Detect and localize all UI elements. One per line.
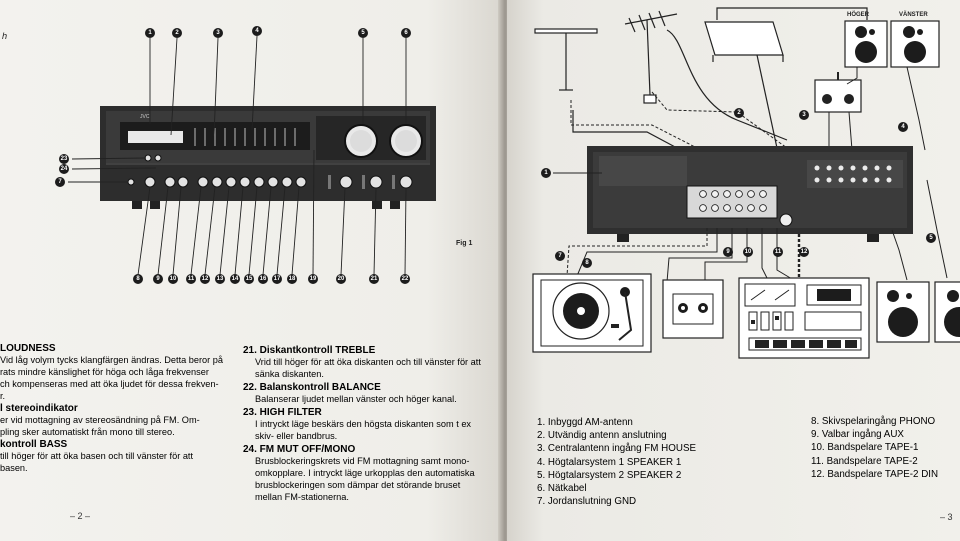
- speaker-right-top: [844, 20, 888, 68]
- section-line: r.: [0, 391, 6, 401]
- callout-19: 19: [308, 274, 318, 284]
- legend-item: 5. Högtalarsystem 2 SPEAKER 2: [537, 469, 682, 481]
- text-column-left: LOUDNESS Vid låg volym tycks klangfärgen…: [0, 343, 225, 474]
- section-line: ch kompenseras med att öka ljudet för de…: [0, 379, 219, 389]
- section-line: sänka diskanten.: [255, 369, 324, 379]
- callout-7: 7: [55, 177, 65, 187]
- dial-ticks: [194, 128, 296, 146]
- section-heading: kontroll BASS: [0, 439, 68, 450]
- left-page: h JVC: [0, 0, 503, 541]
- speaker-right-bottom: [876, 281, 930, 343]
- callout-22: 22: [400, 274, 410, 284]
- callout-4: 4: [252, 26, 262, 36]
- section-line: brusblockeringen som dämpar det störande…: [255, 480, 461, 490]
- callout-23: 23: [59, 154, 69, 164]
- receiver-front-diagram: JVC: [68, 35, 436, 276]
- legend-item: 12. Bandspelare TAPE-2 DIN: [811, 468, 939, 480]
- legend-item: 11. Bandspelare TAPE-2: [811, 455, 918, 467]
- speaker-left-bottom: [934, 281, 960, 343]
- speaker-terminals: [814, 165, 892, 183]
- callout-14: 14: [230, 274, 240, 284]
- speaker-label-left: VÄNSTER: [899, 12, 928, 18]
- callout-2: 2: [172, 28, 182, 38]
- rca-jacks: [699, 190, 767, 212]
- section-heading: l stereoindikator: [0, 403, 78, 414]
- section-line: Balanserar ljudet mellan vänster och hög…: [255, 394, 457, 404]
- right-page: HÖGER VÄNSTER 1 2 3 4 5 7 8 9 10 11 12 1…: [507, 0, 960, 541]
- callout-3: 3: [799, 110, 809, 120]
- speaker-left-top: [890, 20, 940, 68]
- connection-diagram: [532, 7, 960, 359]
- callout-10: 10: [168, 274, 178, 284]
- callout-17: 17: [272, 274, 282, 284]
- callout-1: 1: [145, 28, 155, 38]
- callout-4: 4: [898, 122, 908, 132]
- callout-12: 12: [200, 274, 210, 284]
- leader-lines: [68, 35, 407, 276]
- legend-item: 7. Jordanslutning GND: [537, 496, 637, 508]
- callout-6: 6: [401, 28, 411, 38]
- callout-16: 16: [258, 274, 268, 284]
- legend-item: 1. Inbyggd AM-antenn: [537, 417, 633, 428]
- legend-item: 8. Skivspelaringång PHONO: [811, 416, 936, 427]
- top-note: h: [2, 31, 8, 41]
- callout-11: 11: [186, 274, 196, 284]
- section-line: I intryckt läge beskärs den högsta diska…: [255, 419, 472, 429]
- section-line: er vid mottagning av stereosändning på F…: [0, 415, 200, 425]
- callout-8: 8: [133, 274, 143, 284]
- section-heading: 24. FM MUT OFF/MONO: [243, 444, 356, 455]
- legend-list-right: 8. Skivspelaringång PHONO 9. Valbar ingå…: [811, 415, 938, 481]
- section-heading: 21. Diskantkontroll TREBLE: [243, 345, 376, 356]
- tape-deck: [738, 277, 870, 359]
- callout-10: 10: [743, 247, 753, 257]
- section-heading: 22. Balanskontroll BALANCE: [243, 382, 381, 393]
- legend-item: 4. Högtalarsystem 1 SPEAKER 1: [537, 456, 682, 468]
- section-line: basen.: [0, 463, 28, 473]
- section-line: omkopplare. I intryckt läge urkopplas de…: [255, 468, 475, 478]
- speaker-label-right: HÖGER: [847, 12, 870, 18]
- callout-9: 9: [153, 274, 163, 284]
- callout-5: 5: [358, 28, 368, 38]
- section-line: till höger för att öka basen och till vä…: [0, 451, 194, 461]
- callout-11: 11: [773, 247, 783, 257]
- legend-item: 6. Nätkabel: [537, 483, 587, 495]
- callout-1: 1: [541, 168, 551, 178]
- callout-5: 5: [926, 233, 936, 243]
- callout-18: 18: [287, 274, 297, 284]
- page-number-left: – 2 –: [70, 511, 91, 521]
- turntable: [532, 273, 652, 353]
- section-line: Brusblockeringskrets vid FM mottagning s…: [255, 456, 470, 466]
- callout-7: 7: [555, 251, 565, 261]
- brand-logo: JVC: [140, 114, 150, 120]
- section-line: mellan FM-stationerna.: [255, 492, 349, 502]
- section-line: Vid låg volym tycks klangfärgen ändras. …: [0, 355, 223, 365]
- legend-item: 2. Utvändig antenn anslutning: [537, 430, 667, 442]
- section-line: Vrid till höger för att öka diskanten oc…: [255, 357, 481, 367]
- callout-9: 9: [723, 247, 733, 257]
- aux-device: [662, 279, 724, 339]
- legend-item: 3. Centralantenn ingång FM HOUSE: [537, 443, 697, 455]
- callout-21: 21: [369, 274, 379, 284]
- callout-3: 3: [213, 28, 223, 38]
- callout-15: 15: [244, 274, 254, 284]
- callout-13: 13: [215, 274, 225, 284]
- callout-12: 12: [799, 247, 809, 257]
- legend-list-left: 1. Inbyggd AM-antenn 2. Utvändig antenn …: [537, 416, 696, 508]
- section-heading: 23. HIGH FILTER: [243, 407, 322, 418]
- section-line: pling sker automatiskt från mono till st…: [0, 427, 175, 437]
- page-number-right: – 3: [940, 512, 953, 522]
- legend-item: 10. Bandspelare TAPE-1: [811, 442, 919, 454]
- section-line: skiv- eller bandbrus.: [255, 431, 338, 441]
- text-column-right: 21. Diskantkontroll TREBLE Vrid till hög…: [243, 345, 498, 503]
- dial-scale-left: [128, 131, 183, 143]
- callout-2: 2: [734, 108, 744, 118]
- fig-label: Fig 1: [456, 240, 473, 247]
- callout-20: 20: [336, 274, 346, 284]
- legend-item: 9. Valbar ingång AUX: [811, 429, 904, 441]
- section-heading: LOUDNESS: [0, 343, 56, 354]
- callout-8: 8: [582, 258, 592, 268]
- section-line: rats mindre känslighet för höga och låga…: [0, 367, 209, 377]
- callout-24: 24: [59, 164, 69, 174]
